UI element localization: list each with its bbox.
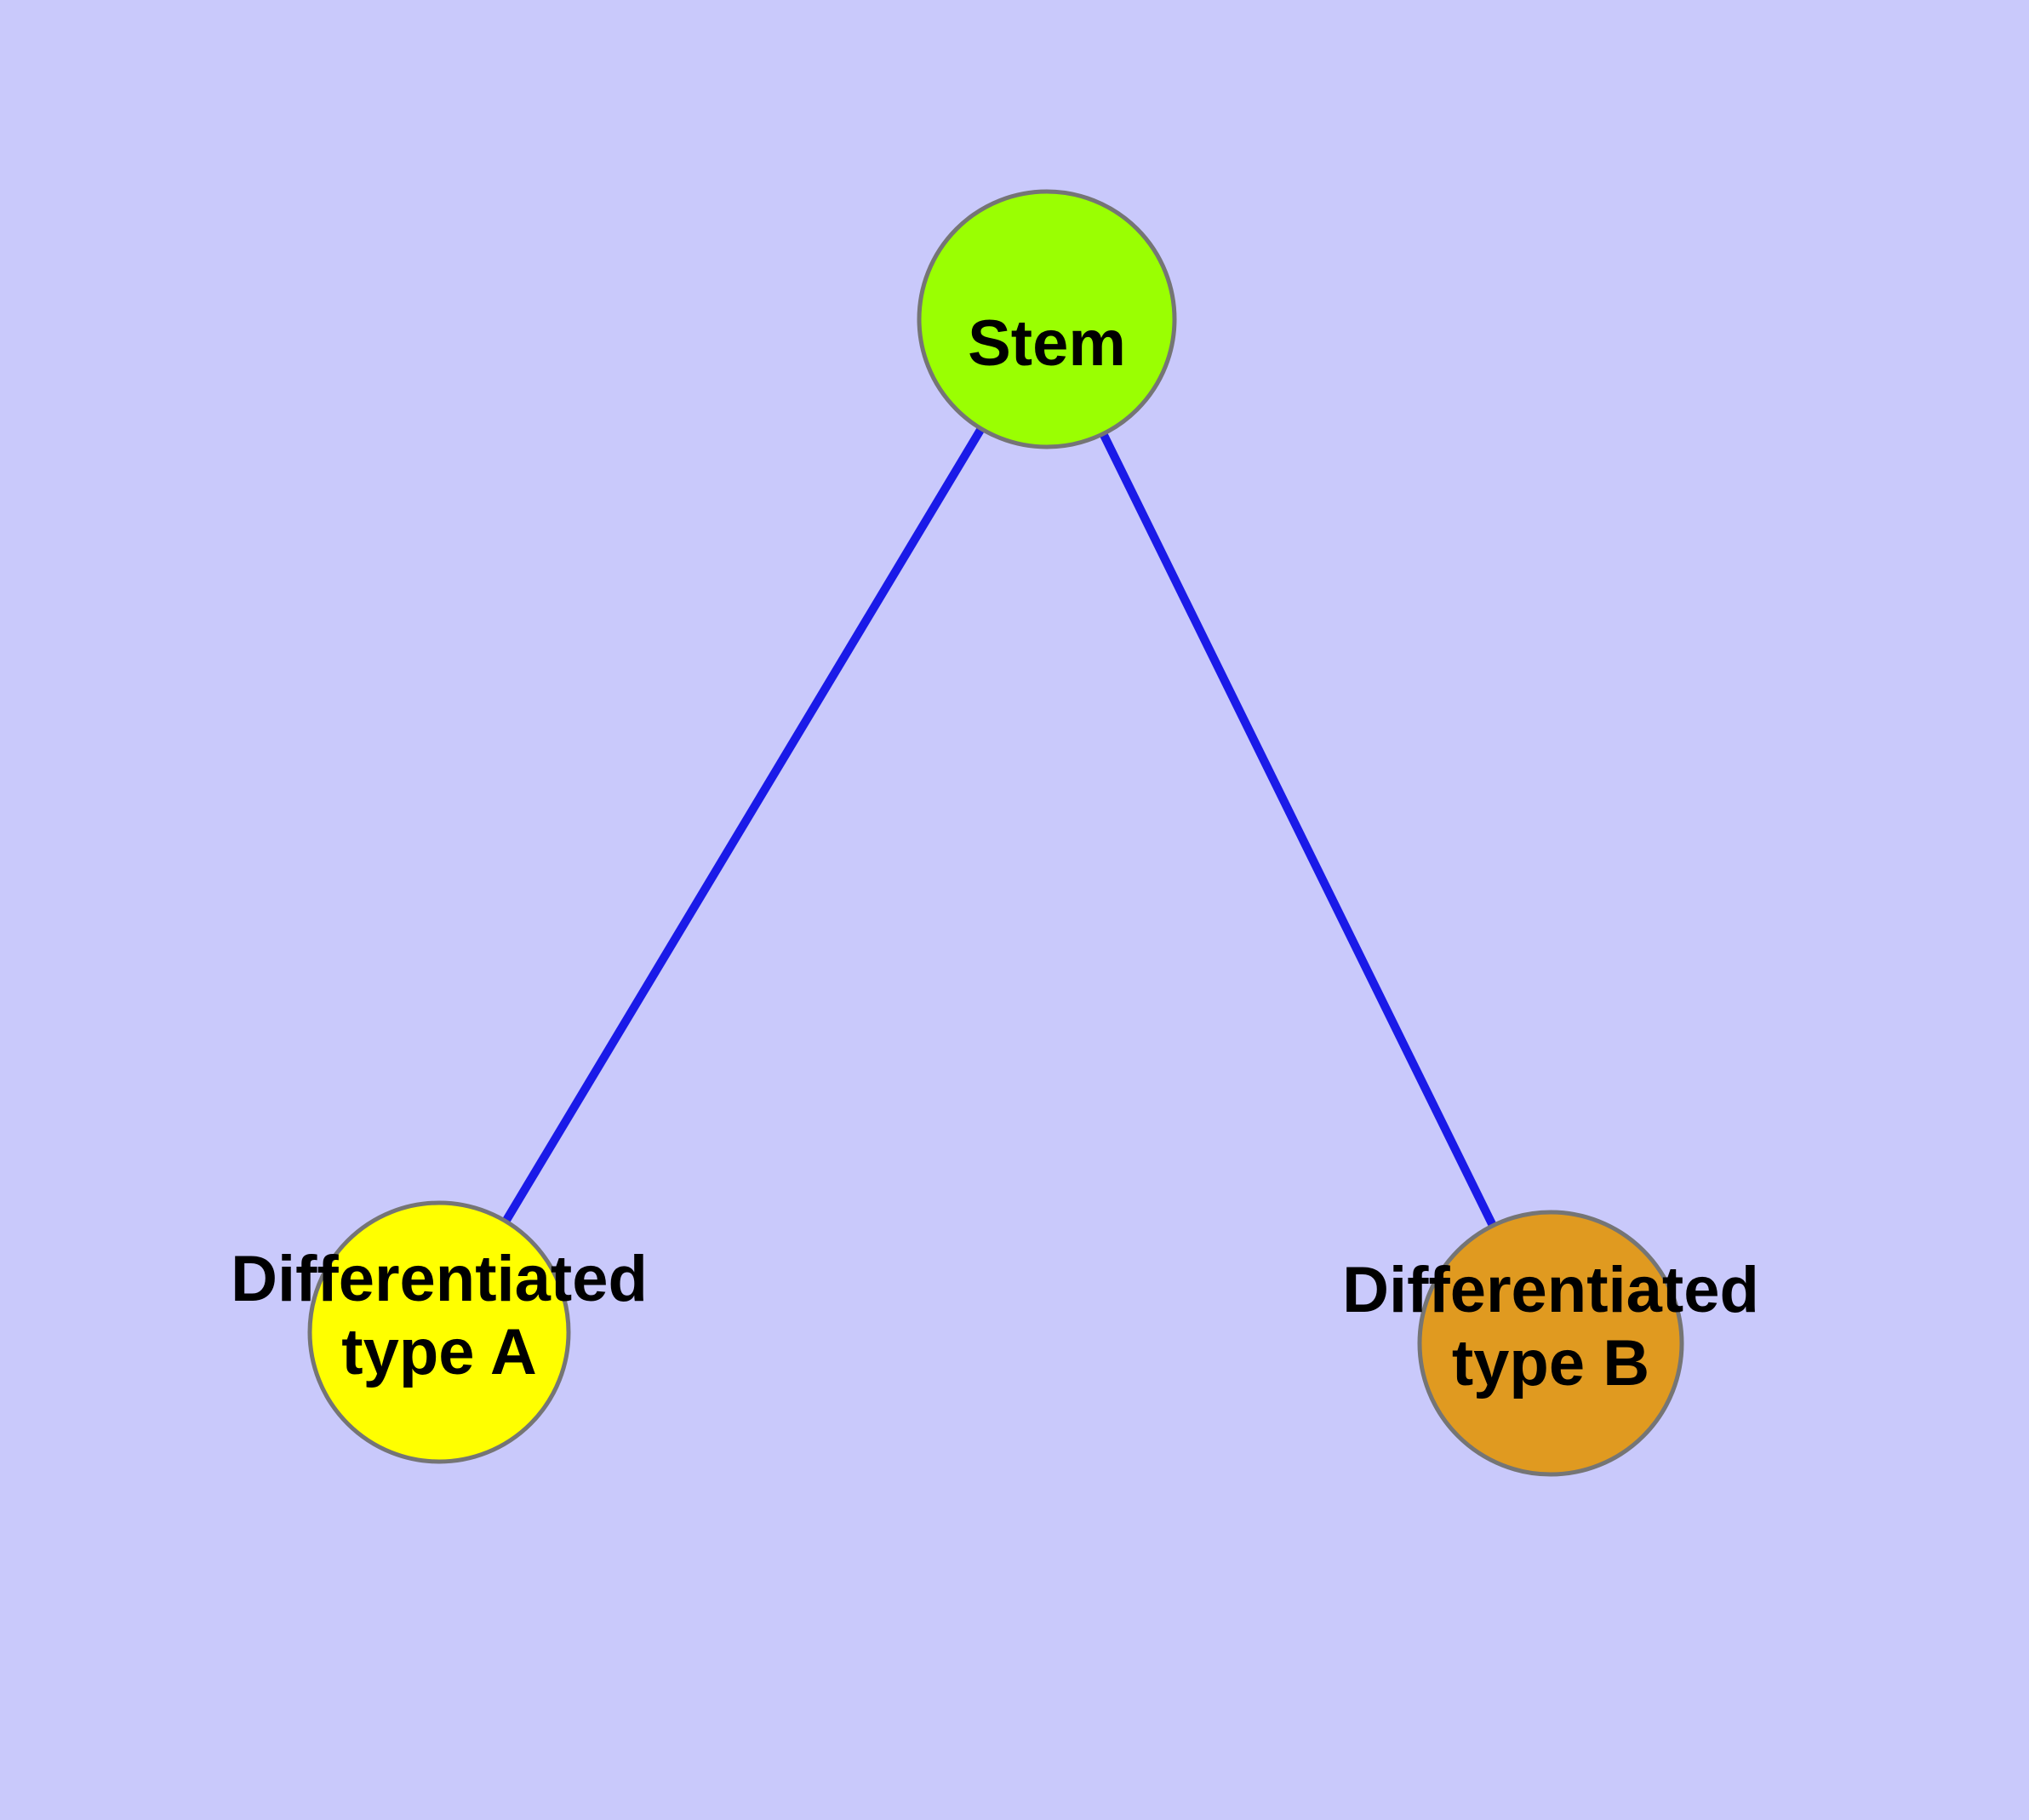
node-label-line: type A — [341, 1316, 536, 1388]
graph-edge-stem-to-diff-a — [501, 426, 986, 1224]
graph-node-stem[interactable]: Stem — [917, 189, 1177, 449]
node-circle-stem[interactable] — [917, 189, 1177, 449]
edge-layer — [501, 426, 1497, 1228]
graph-edge-stem-to-diff-b — [1099, 432, 1497, 1228]
node-label-line: Stem — [968, 307, 1126, 380]
node-label-line: type B — [1452, 1327, 1649, 1399]
node-circle-diff-a[interactable] — [307, 1200, 571, 1464]
node-label-line: Differentiated — [1342, 1254, 1759, 1326]
node-label-line: Differentiated — [231, 1243, 648, 1315]
node-circle-diff-b[interactable] — [1417, 1210, 1684, 1477]
node-label-stem: Stem — [968, 307, 1126, 380]
